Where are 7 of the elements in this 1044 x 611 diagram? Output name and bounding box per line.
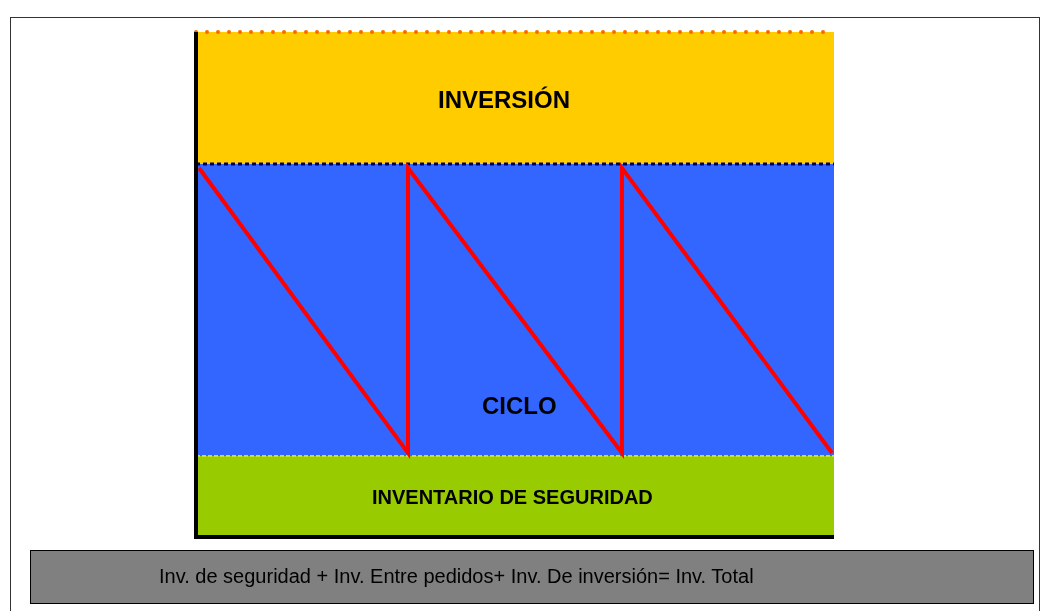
band-label: CICLO bbox=[482, 392, 557, 420]
band-label: INVERSIÓN bbox=[438, 86, 571, 114]
safety-stock-band bbox=[196, 456, 834, 536]
formula-text: Inv. de seguridad + Inv. Entre pedidos+ Inv. De inversión= Inv. Total bbox=[159, 565, 754, 588]
investment-band bbox=[196, 32, 834, 164]
band-label: INVENTARIO DE SEGURIDAD bbox=[372, 486, 653, 509]
formula-box bbox=[30, 550, 1034, 604]
